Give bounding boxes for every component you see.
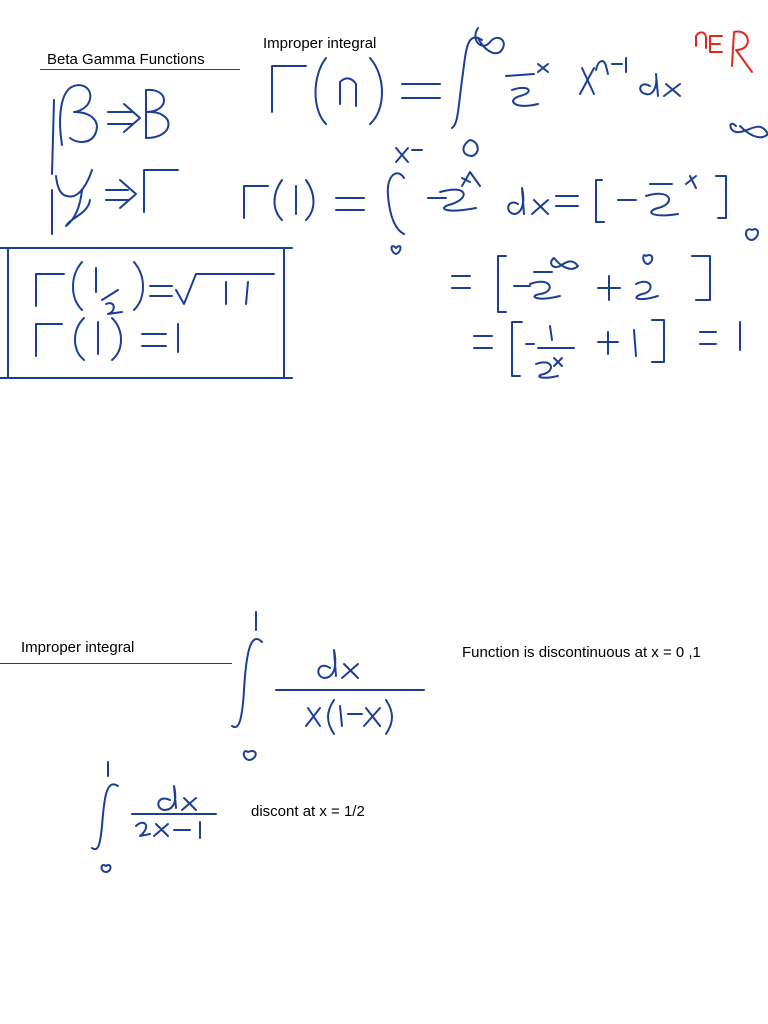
boxed-results (0, 247, 293, 379)
final-evaluation-step (473, 319, 741, 379)
bracket-left (51, 99, 55, 235)
bottom-label-underline (0, 663, 232, 664)
improper-integral-label-bottom: Improper integral (21, 639, 135, 656)
page-heading: Beta Gamma Functions (47, 51, 205, 68)
improper-integral-label-top: Improper integral (263, 35, 377, 52)
discontinuity-note: Function is discontinuous at x = 0 ,1 (462, 644, 701, 661)
limit-evaluation-step (451, 254, 711, 313)
improper-integral-example-1 (231, 611, 425, 761)
heading-underline (40, 69, 240, 70)
beta-symbol (59, 84, 170, 146)
gamma-symbol (55, 169, 179, 227)
n-in-R-note (695, 30, 753, 73)
discont-half-note: discont at x = 1/2 (251, 803, 365, 820)
improper-integral-example-2 (91, 761, 217, 873)
gamma-one-evaluation (243, 122, 768, 255)
gamma-definition (271, 27, 681, 157)
